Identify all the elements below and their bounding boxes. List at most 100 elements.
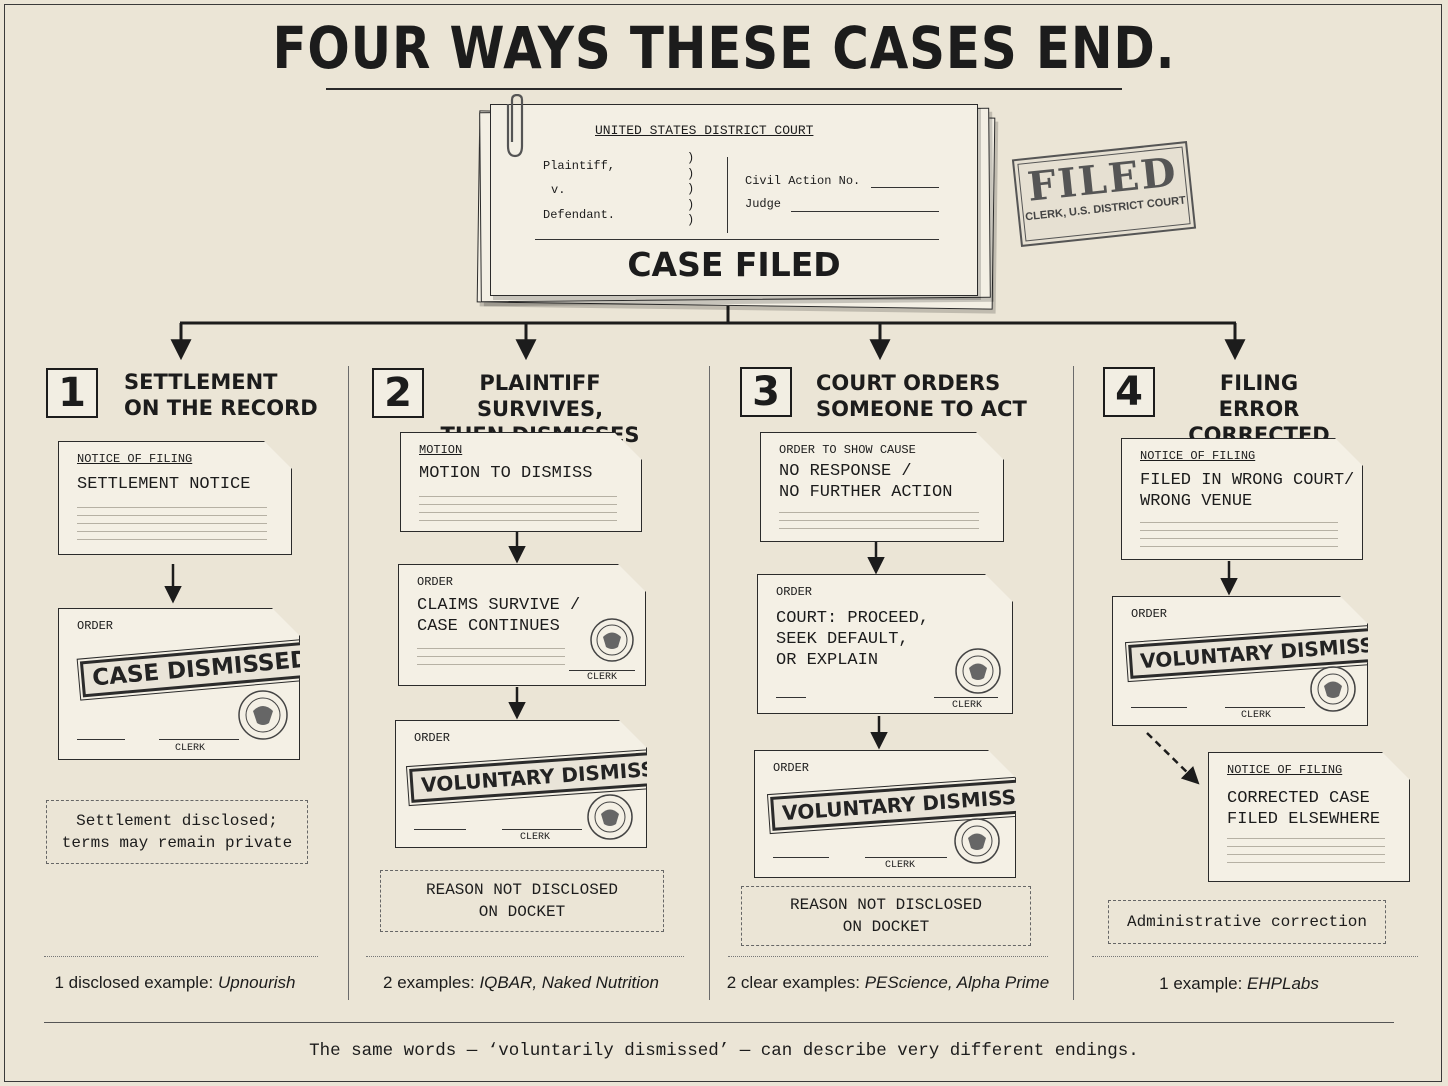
column-3-note: REASON NOT DISCLOSED ON DOCKET [741, 886, 1031, 946]
column-1-number: 1 [46, 368, 98, 418]
signature-line [773, 857, 829, 858]
clerk-line [569, 670, 635, 671]
court-seal-icon [953, 817, 1001, 865]
court-seal-icon [237, 689, 289, 741]
column-2-footer-prefix: 2 examples: [383, 973, 480, 992]
column-2-order-card: ORDER CLAIMS SURVIVE / CASE CONTINUES CL… [398, 564, 646, 686]
court-seal-icon [1309, 665, 1357, 713]
defendant-label: Defendant. [543, 208, 616, 222]
column-1-note: Settlement disclosed; terms may remain p… [46, 800, 308, 864]
column-1-title-line2: ON THE RECORD [124, 396, 318, 420]
card-text: SETTLEMENT NOTICE [77, 475, 251, 494]
column-1-notice-card: NOTICE OF FILING SETTLEMENT NOTICE [58, 441, 292, 555]
judge-line [791, 211, 939, 212]
case-filed-document: UNITED STATES DISTRICT COURT Plaintiff, … [490, 104, 978, 296]
column-2-footer-divider [366, 956, 684, 957]
card-text: FILED IN WRONG COURT/ WRONG VENUE [1140, 471, 1355, 511]
heading-rule [535, 239, 939, 240]
paperclip-icon [506, 94, 524, 158]
clerk-line [865, 857, 947, 858]
civil-action-line [871, 187, 939, 188]
signature-line [77, 739, 125, 740]
column-3-title-line2: SOMEONE TO ACT [816, 397, 1027, 421]
column-4-note: Administrative correction [1108, 900, 1386, 944]
clerk-label: CLERK [520, 832, 551, 843]
card-text: CORRECTED CASE FILED ELSEWHERE [1227, 789, 1381, 829]
column-1-order-card: ORDER CASE DISMISSED CLERK [58, 608, 300, 760]
ruled-lines [1227, 831, 1385, 863]
signature-line [776, 697, 806, 698]
card-label: ORDER [414, 731, 451, 745]
card-label: ORDER [77, 619, 114, 633]
column-2-note: REASON NOT DISCLOSED ON DOCKET [380, 870, 664, 932]
column-4-title: FILING ERROR CORRECTED [1180, 370, 1338, 448]
card-text: CLAIMS SURVIVE / CASE CONTINUES [417, 596, 581, 636]
column-4-corrected-card: NOTICE OF FILING CORRECTED CASE FILED EL… [1208, 752, 1410, 882]
column-3-footer-divider [728, 956, 1048, 957]
card-text: MOTION TO DISMISS [419, 464, 593, 483]
ruled-lines [419, 489, 617, 521]
clerk-line [934, 697, 998, 698]
card-label: NOTICE OF FILING [77, 452, 193, 466]
case-filed-heading: CASE FILED [627, 245, 841, 284]
clerk-label: CLERK [175, 743, 206, 754]
caption-divider [727, 157, 728, 233]
column-3-footer-examples: PEScience, Alpha Prime [864, 973, 1050, 992]
column-1-footer-examples: Upnourish [217, 973, 296, 992]
column-4-footer-divider [1092, 956, 1418, 957]
clerk-label: CLERK [952, 700, 983, 711]
column-2-title-line1: PLAINTIFF SURVIVES, [476, 371, 604, 421]
card-label: NOTICE OF FILING [1227, 763, 1343, 777]
clerk-label: CLERK [587, 672, 618, 683]
signature-line [1131, 707, 1187, 708]
column-divider-3 [1073, 366, 1074, 1000]
card-text: COURT: PROCEED, SEEK DEFAULT, OR EXPLAIN [776, 609, 930, 670]
card-label: ORDER [1131, 607, 1168, 621]
signature-line [414, 829, 466, 830]
court-seal-icon [954, 647, 1002, 695]
clerk-line [502, 829, 582, 830]
title-rule [326, 88, 1122, 90]
column-4-title-line1: FILING ERROR [1218, 371, 1300, 421]
ruled-lines [417, 641, 565, 665]
column-3-order-card: ORDER COURT: PROCEED, SEEK DEFAULT, OR E… [757, 574, 1013, 714]
column-3-dismissal-card: ORDER VOLUNTARY DISMISSAL CLERK [754, 750, 1016, 878]
column-1-footer-prefix: 1 disclosed example: [54, 973, 218, 992]
clerk-label: CLERK [1241, 710, 1272, 721]
column-2-dismissal-card: ORDER VOLUNTARY DISMISSAL CLERK [395, 720, 647, 848]
outer-frame [4, 4, 1442, 1082]
column-2-footer: 2 examples: IQBAR, Naked Nutrition [356, 973, 686, 993]
court-name: UNITED STATES DISTRICT COURT [595, 123, 814, 138]
column-1-footer-divider [44, 956, 318, 957]
card-label: ORDER [776, 585, 813, 599]
column-1-footer: 1 disclosed example: Upnourish [20, 973, 330, 993]
column-3-title: COURT ORDERS SOMEONE TO ACT [816, 370, 1027, 422]
column-4-footer: 1 example: EHPLabs [1080, 974, 1398, 994]
card-label: ORDER [417, 575, 454, 589]
column-4-footer-prefix: 1 example: [1159, 974, 1248, 993]
ruled-lines [77, 500, 267, 540]
column-4-dismissal-card: ORDER VOLUNTARY DISMISSAL CLERK [1112, 596, 1368, 726]
card-label: MOTION [419, 443, 463, 457]
column-1-title-line1: SETTLEMENT [124, 370, 278, 394]
paren-column: ) ) ) ) ) [687, 151, 695, 227]
column-4-footer-examples: EHPLabs [1247, 974, 1319, 993]
column-2-motion-card: MOTION MOTION TO DISMISS [400, 432, 642, 532]
card-label: ORDER TO SHOW CAUSE [779, 443, 916, 457]
column-divider-2 [709, 366, 710, 1000]
ruled-lines [1140, 515, 1338, 547]
bottom-caption: The same words — ‘voluntarily dismissed’… [309, 1041, 1139, 1061]
bottom-rule [44, 1022, 1394, 1023]
clerk-line [1225, 707, 1305, 708]
civil-action-label: Civil Action No. [745, 174, 861, 188]
clerk-line [159, 739, 239, 740]
filed-stamp: FILED CLERK, U.S. DISTRICT COURT [1011, 141, 1197, 247]
card-label: NOTICE OF FILING [1140, 449, 1256, 463]
column-4-number: 4 [1103, 367, 1155, 417]
column-3-footer: 2 clear examples: PEScience, Alpha Prime [716, 973, 1060, 993]
judge-label: Judge [745, 197, 782, 211]
voluntary-dismissal-stamp: VOLUNTARY DISMISSAL [770, 777, 1056, 831]
court-seal-icon [586, 793, 634, 841]
clerk-label: CLERK [885, 860, 916, 871]
